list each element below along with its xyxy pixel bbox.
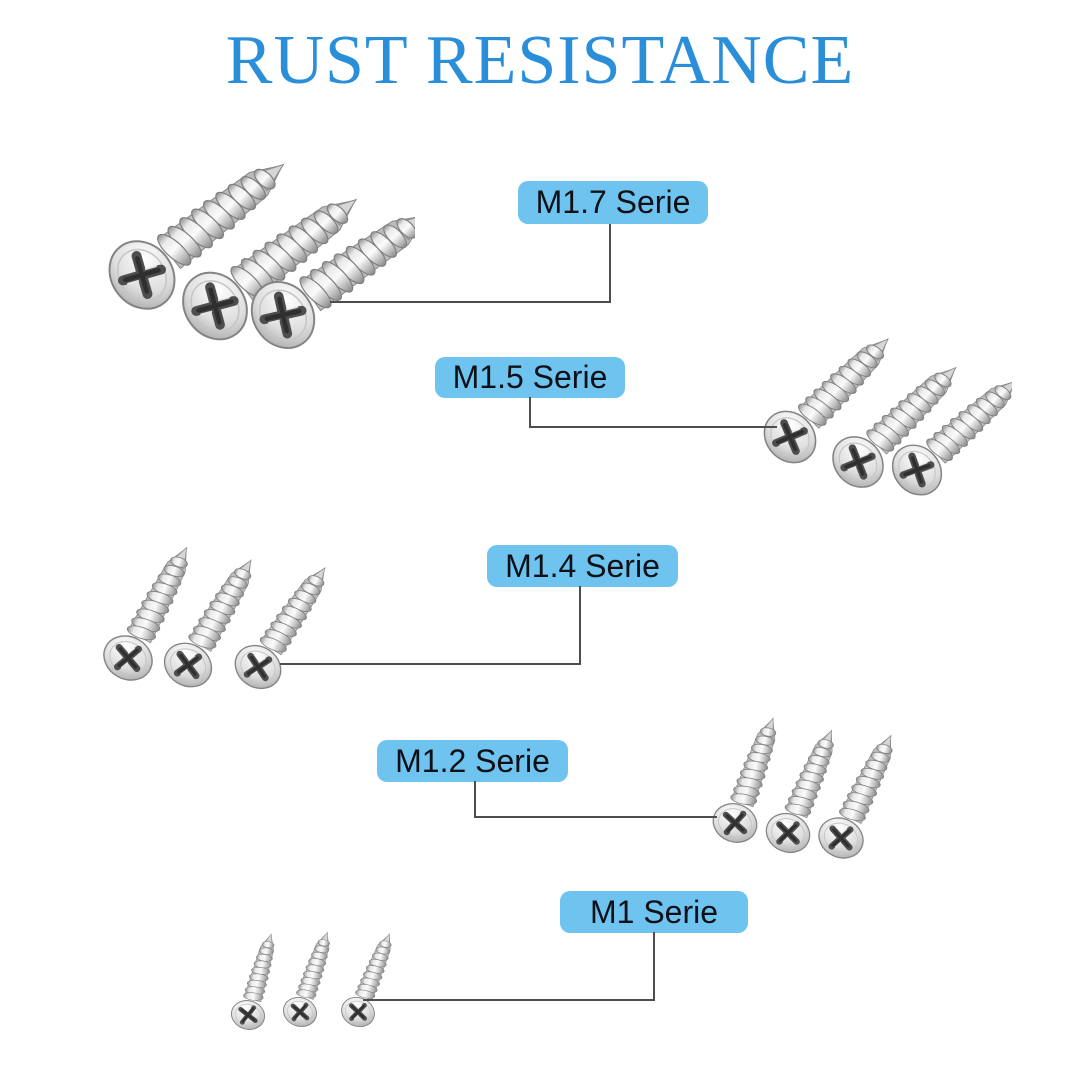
screw-photo-m1-7 [85,153,415,368]
leader-line-m1-5-vertical [529,397,531,428]
leader-line-m1-7-vertical [609,224,611,303]
leader-line-m1-4-horizontal [280,663,581,665]
screw-image [337,928,405,1032]
screw-image [228,929,287,1033]
screw-photo-m1-2 [690,715,925,880]
screw-photo-m1-5 [752,338,1012,518]
leader-line-m1-4-vertical [579,586,581,665]
leader-line-m1-7-horizontal [330,301,611,303]
callout-label-m1-2: M1.2 Serie [377,740,568,782]
page-title: RUST RESISTANCE [225,22,855,99]
screw-image [280,927,344,1031]
leader-line-m1-5-horizontal [529,426,777,428]
screw-image [754,338,908,473]
callout-label-m1-7: M1.7 Serie [518,181,708,224]
callout-label-m1-5: M1.5 Serie [435,357,625,398]
leader-line-m1-horizontal [363,999,655,1001]
screw-photo-m1 [215,905,415,1065]
leader-line-m1-2-horizontal [474,816,717,818]
callout-label-m1: M1 Serie [560,891,748,933]
leader-line-m1-vertical [653,932,655,1001]
leader-line-m1-2-vertical [474,781,476,818]
screw-photo-m1-4 [80,538,330,708]
callout-label-m1-4: M1.4 Serie [487,545,678,587]
